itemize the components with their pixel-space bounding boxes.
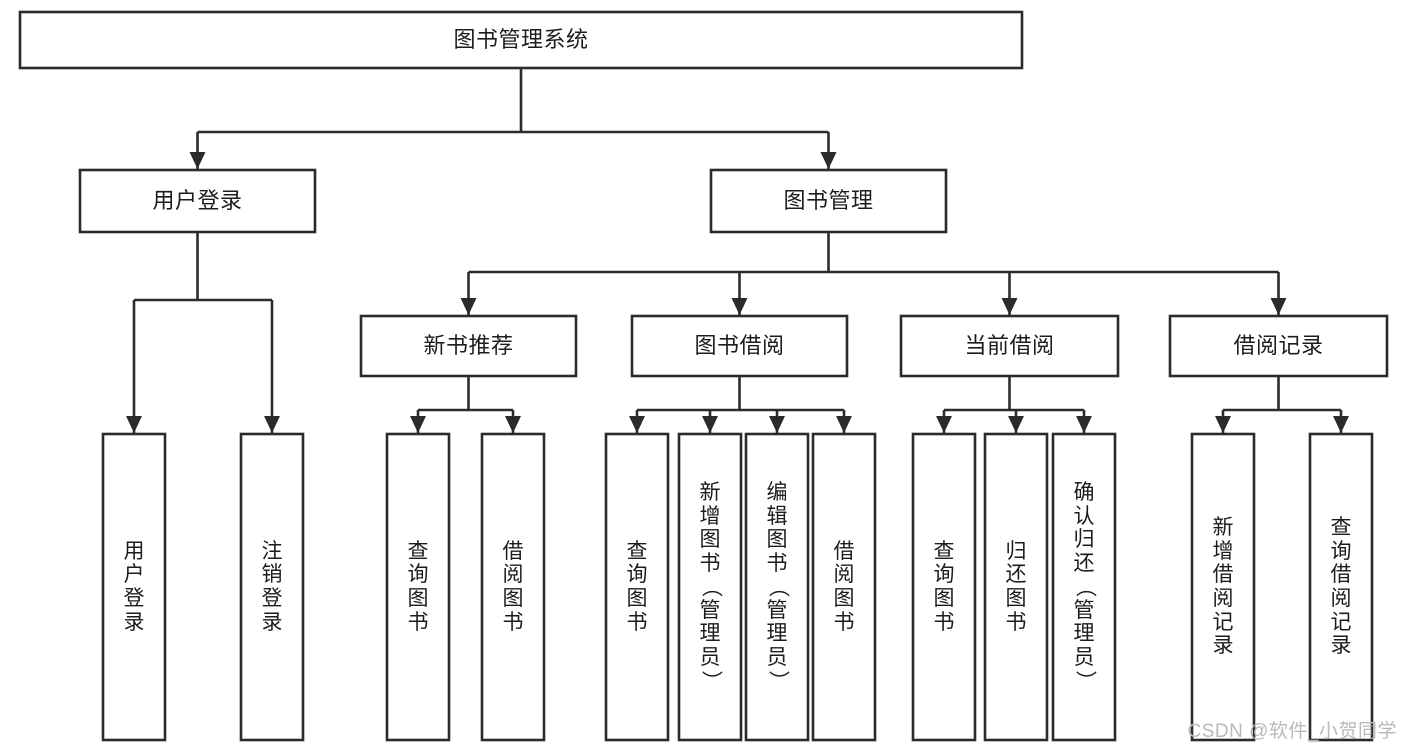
node-box-leaf_borrow_book_a — [480, 432, 546, 742]
arrow-head — [189, 152, 206, 169]
box-layer — [18, 10, 1389, 742]
arrow-head — [836, 416, 852, 433]
arrow-head — [1333, 416, 1349, 433]
node-box-current_borrow — [899, 314, 1120, 378]
arrow-head — [769, 416, 785, 433]
node-box-leaf_edit_book — [744, 432, 810, 742]
arrow-head — [731, 298, 748, 315]
node-box-book_mgmt — [709, 168, 948, 234]
arrow-head — [505, 416, 521, 433]
arrow-head — [629, 416, 645, 433]
node-box-leaf_query_book_a — [385, 432, 451, 742]
arrow-head — [1008, 416, 1024, 433]
arrow-head — [1076, 416, 1092, 433]
arrow-head — [820, 152, 837, 169]
arrow-head — [1270, 298, 1287, 315]
arrow-head — [702, 416, 718, 433]
node-box-leaf_confirm_return — [1051, 432, 1117, 742]
arrow-head — [410, 416, 426, 433]
node-box-root — [18, 10, 1024, 70]
arrow-head — [264, 416, 280, 433]
node-box-leaf_return_book — [983, 432, 1049, 742]
node-box-user_login — [78, 168, 317, 234]
node-box-leaf_query_book_b — [604, 432, 670, 742]
arrow-head — [936, 416, 952, 433]
node-box-leaf_user_login — [101, 432, 167, 742]
node-box-leaf_user_logout — [239, 432, 305, 742]
connector-layer — [126, 68, 1349, 433]
arrow-head — [1215, 416, 1231, 433]
arrow-head — [126, 416, 142, 433]
node-box-leaf_query_record — [1308, 432, 1374, 742]
node-box-new_book_rec — [359, 314, 578, 378]
watermark-text: CSDN @软件_小贺同学 — [1187, 721, 1397, 742]
arrow-head — [1001, 298, 1018, 315]
node-box-leaf_add_record — [1190, 432, 1256, 742]
node-box-leaf_add_book — [677, 432, 743, 742]
node-box-borrow_record — [1168, 314, 1389, 378]
node-box-leaf_query_book_c — [911, 432, 977, 742]
node-box-leaf_borrow_book_b — [811, 432, 877, 742]
node-box-book_borrow — [630, 314, 849, 378]
arrow-head — [460, 298, 477, 315]
